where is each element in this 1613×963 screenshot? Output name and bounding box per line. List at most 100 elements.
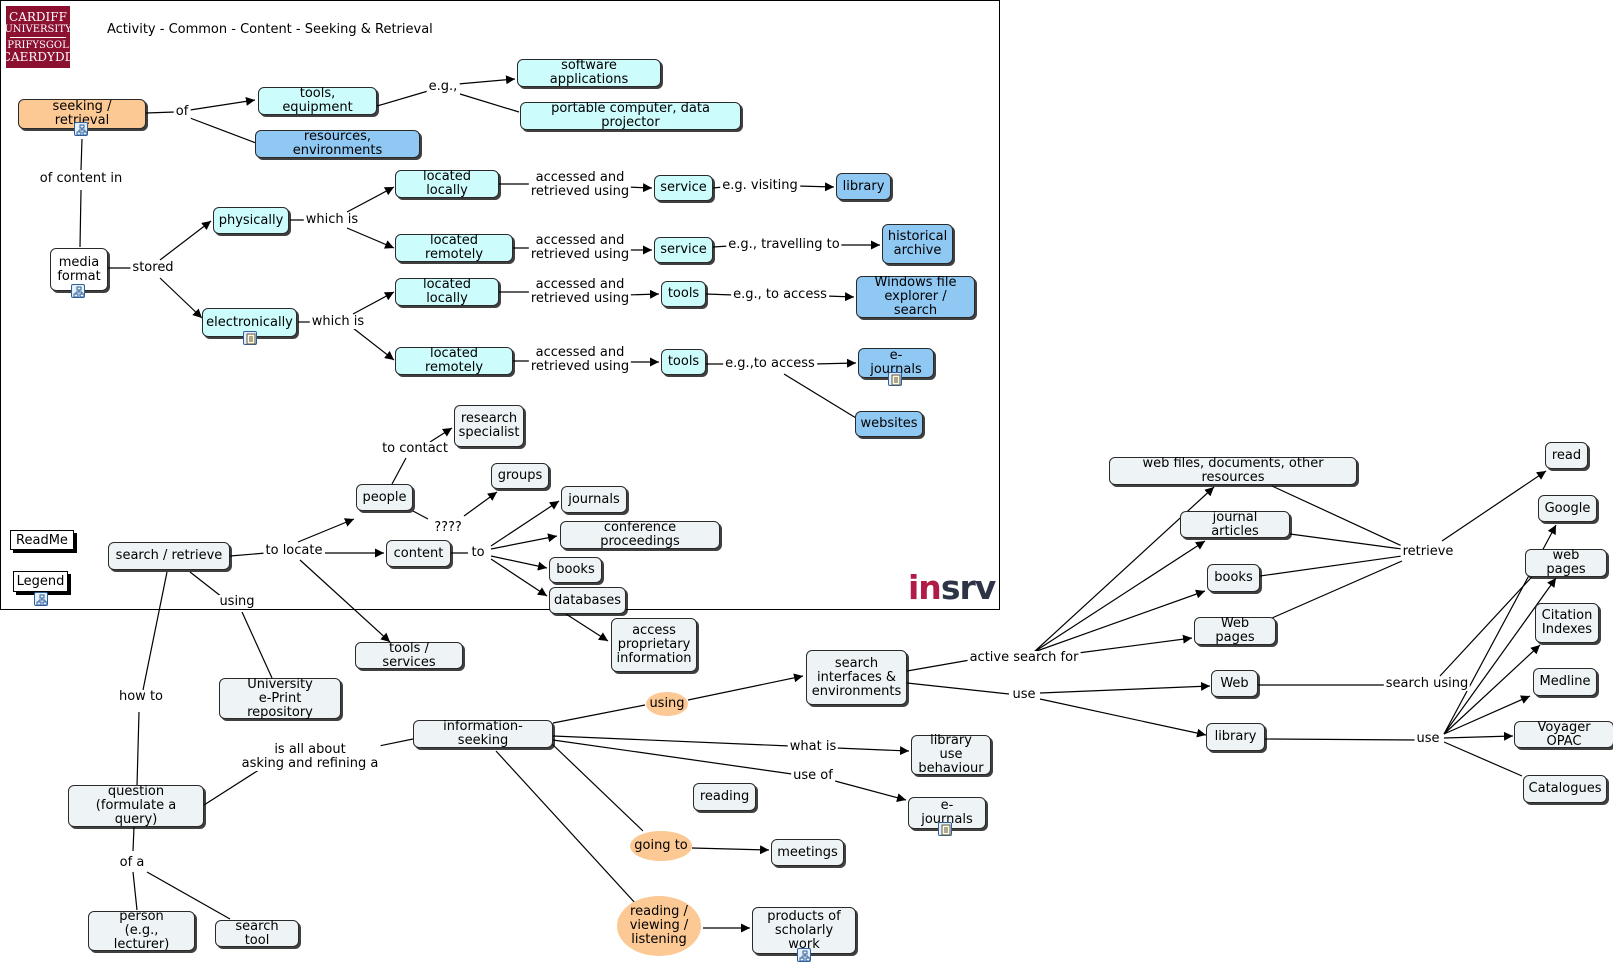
link [459,93,520,113]
node-located-locally-2[interactable]: located locally [395,278,499,306]
node-portable-computer[interactable]: portable computer, data projector [520,102,741,130]
node-person[interactable]: person (e.g., lecturer) [88,910,195,952]
logo-line-2: UNIVERSITY [4,23,72,35]
label-what-is: what is [787,739,839,754]
node-service-1[interactable]: service [654,175,713,201]
node-web[interactable]: Web [1211,670,1258,697]
node-websites[interactable]: websites [855,411,923,437]
label-to: to [469,545,487,560]
link [352,327,395,361]
node-library-use-behaviour[interactable]: library use behaviour [911,734,991,776]
node-meetings[interactable]: meetings [771,839,844,866]
node-physically[interactable]: physically [213,207,289,234]
node-using-oval[interactable]: using [646,692,688,716]
link [1271,560,1403,619]
link [1443,731,1514,741]
node-web-pages[interactable]: Web pages [1194,617,1276,645]
label-how-to: how to [116,689,166,704]
node-databases[interactable]: databases [549,587,626,614]
node-tools-equipment[interactable]: tools, equipment [258,87,377,115]
node-tools-1[interactable]: tools [661,281,706,307]
link [463,491,498,517]
insrv-logo: insrv [908,568,996,607]
label-use-2: use [1414,731,1442,746]
link [783,373,857,419]
link [159,220,212,261]
node-tools-services[interactable]: tools / services [355,641,463,669]
readme-button[interactable]: ReadMe [10,530,74,550]
node-located-locally-1[interactable]: located locally [395,170,499,198]
document-icon[interactable] [243,331,257,345]
document-icon[interactable] [888,372,902,386]
node-tools-2[interactable]: tools [661,349,706,375]
node-service-2[interactable]: service [654,237,713,263]
node-windows-file-explorer[interactable]: Windows file explorer / search [856,276,975,318]
node-journals[interactable]: journals [561,486,627,513]
label-qqqq: ???? [432,520,464,535]
node-software-applications[interactable]: software applications [517,59,661,87]
link [1039,681,1211,694]
node-media-format[interactable]: media format [50,248,108,291]
node-web-files[interactable]: web files, documents, other resources [1109,457,1357,485]
node-journal-articles[interactable]: journal articles [1180,510,1290,538]
node-products-scholarly-work[interactable]: products of scholarly work [752,907,856,954]
link [346,227,395,249]
node-citation-indexes[interactable]: Citation Indexes [1535,603,1599,643]
node-e-journals-top[interactable]: e-journals [858,348,934,378]
link [346,186,395,213]
link [352,291,395,315]
node-question[interactable]: question (formulate a query) [68,785,204,827]
submap-icon[interactable] [34,592,48,606]
link [132,871,138,911]
label-using: using [217,594,257,609]
legend-button[interactable]: Legend [13,571,68,592]
node-books-mid[interactable]: books [549,557,602,583]
node-read[interactable]: read [1545,442,1588,469]
link [412,510,429,520]
link [552,704,646,724]
link [906,659,971,672]
link [241,611,273,679]
map-frame [0,0,1000,610]
node-reading[interactable]: reading [693,783,756,811]
node-search-retrieve[interactable]: search / retrieve [108,542,230,570]
submap-icon[interactable] [797,948,811,962]
node-resources-environments[interactable]: resources, environments [255,130,420,158]
node-books-right[interactable]: books [1207,564,1260,592]
document-icon[interactable] [938,822,952,836]
node-information-seeking[interactable]: information-seeking [413,720,553,748]
label-eg-to-access-2: e.g.,to access [723,356,817,371]
submap-icon[interactable] [74,122,88,136]
link [299,559,391,643]
link [1441,470,1547,542]
node-voyager-opac[interactable]: Voyager OPAC [1514,720,1613,748]
node-groups[interactable]: groups [491,463,549,489]
label-eg: e.g., [426,79,460,94]
node-conference-proceedings[interactable]: conference proceedings [560,521,720,549]
node-research-specialist[interactable]: research specialist [454,405,524,447]
node-catalogues[interactable]: Catalogues [1523,775,1607,803]
node-going-to[interactable]: going to [630,831,692,861]
node-university-eprint[interactable]: University e-Print repository [219,677,341,719]
label-retrieve: retrieve [1400,544,1456,559]
submap-icon[interactable] [71,284,85,298]
node-located-remotely-1[interactable]: located remotely [395,234,513,262]
label-accessed-2: accessed and retrieved using [528,233,632,262]
node-historical-archive[interactable]: historical archive [882,224,953,264]
label-active-search-for: active search for [967,650,1081,665]
node-people[interactable]: people [356,484,413,511]
node-reading-viewing-listening[interactable]: reading / viewing / listening [617,896,701,956]
node-google[interactable]: Google [1538,495,1597,522]
node-search-interfaces[interactable]: search interfaces & environments [806,650,907,705]
label-stored: stored [130,260,176,275]
node-web-pages-2[interactable]: web pages [1525,549,1607,577]
node-search-tool[interactable]: search tool [215,919,299,947]
node-located-remotely-2[interactable]: located remotely [395,347,513,375]
node-access-proprietary-information[interactable]: access proprietary information [611,618,697,672]
node-content[interactable]: content [386,540,451,567]
node-medline[interactable]: Medline [1533,668,1597,696]
node-library-right[interactable]: library [1206,723,1265,751]
link [79,189,82,248]
node-library-top[interactable]: library [836,173,891,200]
